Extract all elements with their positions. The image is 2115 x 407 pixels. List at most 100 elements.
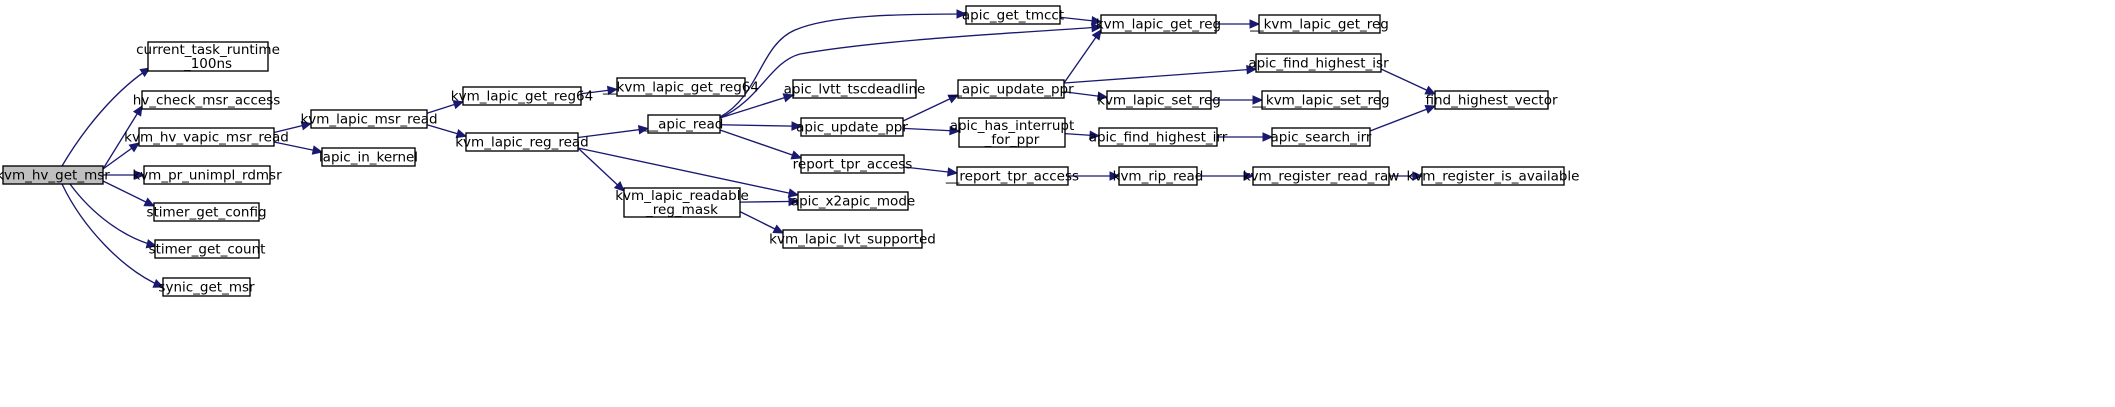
edge-kvm-lapic-readable-reg-mask-to-kvm-lapic-lvt-supported [739, 211, 785, 234]
graph-node-kvm-lapic-reg-read[interactable]: kvm_lapic_reg_read [455, 132, 589, 152]
node-label: kvm_hv_vapic_msr_read [124, 130, 289, 146]
graph-node-kvm-register-is-available[interactable]: kvm_register_is_available [1407, 166, 1580, 186]
arrowhead [1091, 22, 1103, 33]
edge-kvm-lapic-reg-read-to-apic-x2apic-mode [577, 147, 800, 198]
graph-node-apic-lvtt-tscdeadline[interactable]: apic_lvtt_tscdeadline [784, 79, 926, 99]
edge-apic-read-to-kvm-lapic-get-reg [719, 22, 1103, 119]
graph-node-kvm-rip-read[interactable]: kvm_rip_read [1113, 166, 1204, 186]
node-label: stimer_get_config [146, 205, 266, 221]
node-box [143, 165, 271, 185]
graph-node-kvm-lapic-get-reg64[interactable]: __kvm_lapic_get_reg64 [602, 77, 759, 97]
graph-node-kvm-lapic-readable-reg-mask[interactable]: kvm_lapic_readable_reg_mask [615, 187, 749, 218]
graph-node-apic-search-irr[interactable]: apic_search_irr [1271, 127, 1372, 147]
node-box [1255, 53, 1382, 73]
graph-node-kvm-pr-unimpl-rdmsr[interactable]: kvm_pr_unimpl_rdmsr [132, 165, 282, 185]
arrowhead [300, 121, 313, 131]
edge-line [577, 147, 799, 196]
node-box [957, 79, 1065, 99]
edge-kvm-hv-get-msr-to-synic-get-msr [61, 183, 165, 288]
graph-node-kvm-lapic-set-reg[interactable]: __kvm_lapic_set_reg [1251, 90, 1390, 110]
edge-kvm-lapic-get-reg64-to-kvm-lapic-get-reg64 [580, 85, 619, 96]
node-box [1118, 166, 1198, 186]
node-box [647, 114, 721, 134]
node-label: kvm_lapic_get_reg [1096, 17, 1221, 33]
node-box [1261, 90, 1381, 110]
node-label: apic_x2apic_mode [791, 194, 915, 210]
arrowhead [613, 181, 625, 192]
graph-node-kvm-lapic-lvt-supported[interactable]: kvm_lapic_lvt_supported [769, 229, 936, 249]
node-box [800, 154, 905, 174]
edge-line [719, 124, 802, 127]
edge-kvm-rip-read-to-kvm-register-read-raw [1197, 171, 1255, 181]
graph-node-kvm-lapic-get-reg64[interactable]: kvm_lapic_get_reg64 [451, 86, 593, 106]
graph-node-kvm-register-read-raw[interactable]: kvm_register_read_raw [1243, 166, 1400, 186]
graph-node-apic-has-interrupt-for-ppr[interactable]: apic_has_interrupt_for_ppr [950, 117, 1075, 148]
graph-node-apic-find-highest-isr[interactable]: apic_find_highest_isr [1248, 53, 1389, 73]
graph-node-apic-x2apic-mode[interactable]: apic_x2apic_mode [791, 191, 915, 211]
node-box [956, 166, 1069, 186]
edge-report-tpr-access-to-kvm-rip-read [1068, 171, 1121, 181]
graph-node-apic-find-highest-irr[interactable]: apic_find_highest_irr [1089, 127, 1228, 147]
node-box [462, 86, 582, 106]
arrowhead [1412, 171, 1424, 181]
graph-node-kvm-lapic-get-reg[interactable]: kvm_lapic_get_reg [1096, 14, 1221, 34]
graph-node-kvm-lapic-set-reg[interactable]: kvm_lapic_set_reg [1097, 90, 1221, 110]
graph-node-apic-read[interactable]: __apic_read [644, 114, 724, 134]
edge-line [719, 26, 1102, 119]
edge-apic-update-ppr-to-apic-find-highest-isr [1063, 64, 1258, 84]
arrowhead [1424, 85, 1437, 95]
graph-node-kvm-lapic-get-reg[interactable]: __kvm_lapic_get_reg [1249, 14, 1389, 34]
edge-kvm-lapic-get-reg-to-kvm-lapic-get-reg [1216, 19, 1261, 29]
arrowhead [452, 100, 465, 110]
node-label: apic_search_irr [1271, 130, 1372, 146]
arrowhead [152, 278, 165, 288]
node-box [310, 109, 428, 129]
arrowhead [134, 170, 146, 180]
edge-line [102, 105, 143, 170]
graph-node-apic-update-ppr[interactable]: __apic_update_ppr [947, 79, 1074, 99]
arrowhead [1252, 95, 1264, 105]
graph-node-hv-check-msr-access[interactable]: hv_check_msr_access [133, 90, 281, 110]
arrowhead [1243, 171, 1255, 181]
graph-node-find-highest-vector[interactable]: find_highest_vector [1425, 90, 1558, 110]
edge-kvm-hv-get-msr-to-kvm-hv-vapic-msr-read [102, 142, 140, 170]
edge-kvm-hv-get-msr-to-current-task-runtime-100ns [61, 67, 152, 167]
graph-node-apic-update-ppr[interactable]: apic_update_ppr [796, 117, 908, 137]
graph-node-report-tpr-access[interactable]: __report_tpr_access [945, 166, 1079, 186]
arrowhead [790, 150, 803, 160]
arrowhead [606, 85, 619, 96]
edge-apic-find-highest-irr-to-apic-search-irr [1217, 132, 1274, 142]
node-label: apic_update_ppr [796, 120, 908, 136]
edge-kvm-hv-get-msr-to-stimer-get-config [102, 180, 156, 207]
graph-node-synic-get-msr[interactable]: synic_get_msr [158, 277, 255, 297]
node-label: apic_lvtt_tscdeadline [784, 82, 926, 98]
edge-apic-get-tmcct-to-kvm-lapic-get-reg [1059, 15, 1103, 26]
arrowhead [132, 104, 143, 117]
graph-node-kvm-hv-get-msr[interactable]: kvm_hv_get_msr [0, 165, 110, 185]
arrowhead [637, 124, 650, 135]
graph-node-apic-get-tmcct[interactable]: apic_get_tmcct [962, 5, 1064, 25]
node-box [1098, 127, 1218, 147]
node-label: lapic_in_kernel [319, 150, 418, 166]
node-box [623, 187, 741, 218]
edge-kvm-lapic-msr-read-to-kvm-lapic-get-reg64 [426, 100, 465, 114]
node-label: kvm_register_read_raw [1243, 169, 1400, 185]
graph-node-lapic-in-kernel[interactable]: lapic_in_kernel [319, 147, 418, 167]
node-label: kvm_register_is_available [1407, 169, 1580, 185]
node-label: synic_get_msr [158, 280, 255, 296]
graph-node-kvm-lapic-msr-read[interactable]: kvm_lapic_msr_read [300, 109, 438, 129]
arrowhead [311, 145, 324, 155]
node-box [965, 5, 1061, 25]
edge-kvm-hv-get-msr-to-kvm-pr-unimpl-rdmsr [103, 170, 146, 180]
node-label: report_tpr_access [793, 157, 913, 173]
graph-node-report-tpr-access[interactable]: report_tpr_access [793, 154, 913, 174]
arrowhead [791, 121, 803, 131]
graph-node-current-task-runtime-100ns[interactable]: current_task_runtime_100ns [136, 41, 280, 72]
node-box [141, 90, 272, 110]
node-label: __kvm_lapic_get_reg [1249, 17, 1389, 33]
graph-node-kvm-hv-vapic-msr-read[interactable]: kvm_hv_vapic_msr_read [124, 127, 289, 147]
edge-line [739, 200, 799, 203]
graph-node-stimer-get-count[interactable]: stimer_get_count [149, 239, 266, 259]
graph-node-stimer-get-config[interactable]: stimer_get_config [146, 202, 267, 222]
